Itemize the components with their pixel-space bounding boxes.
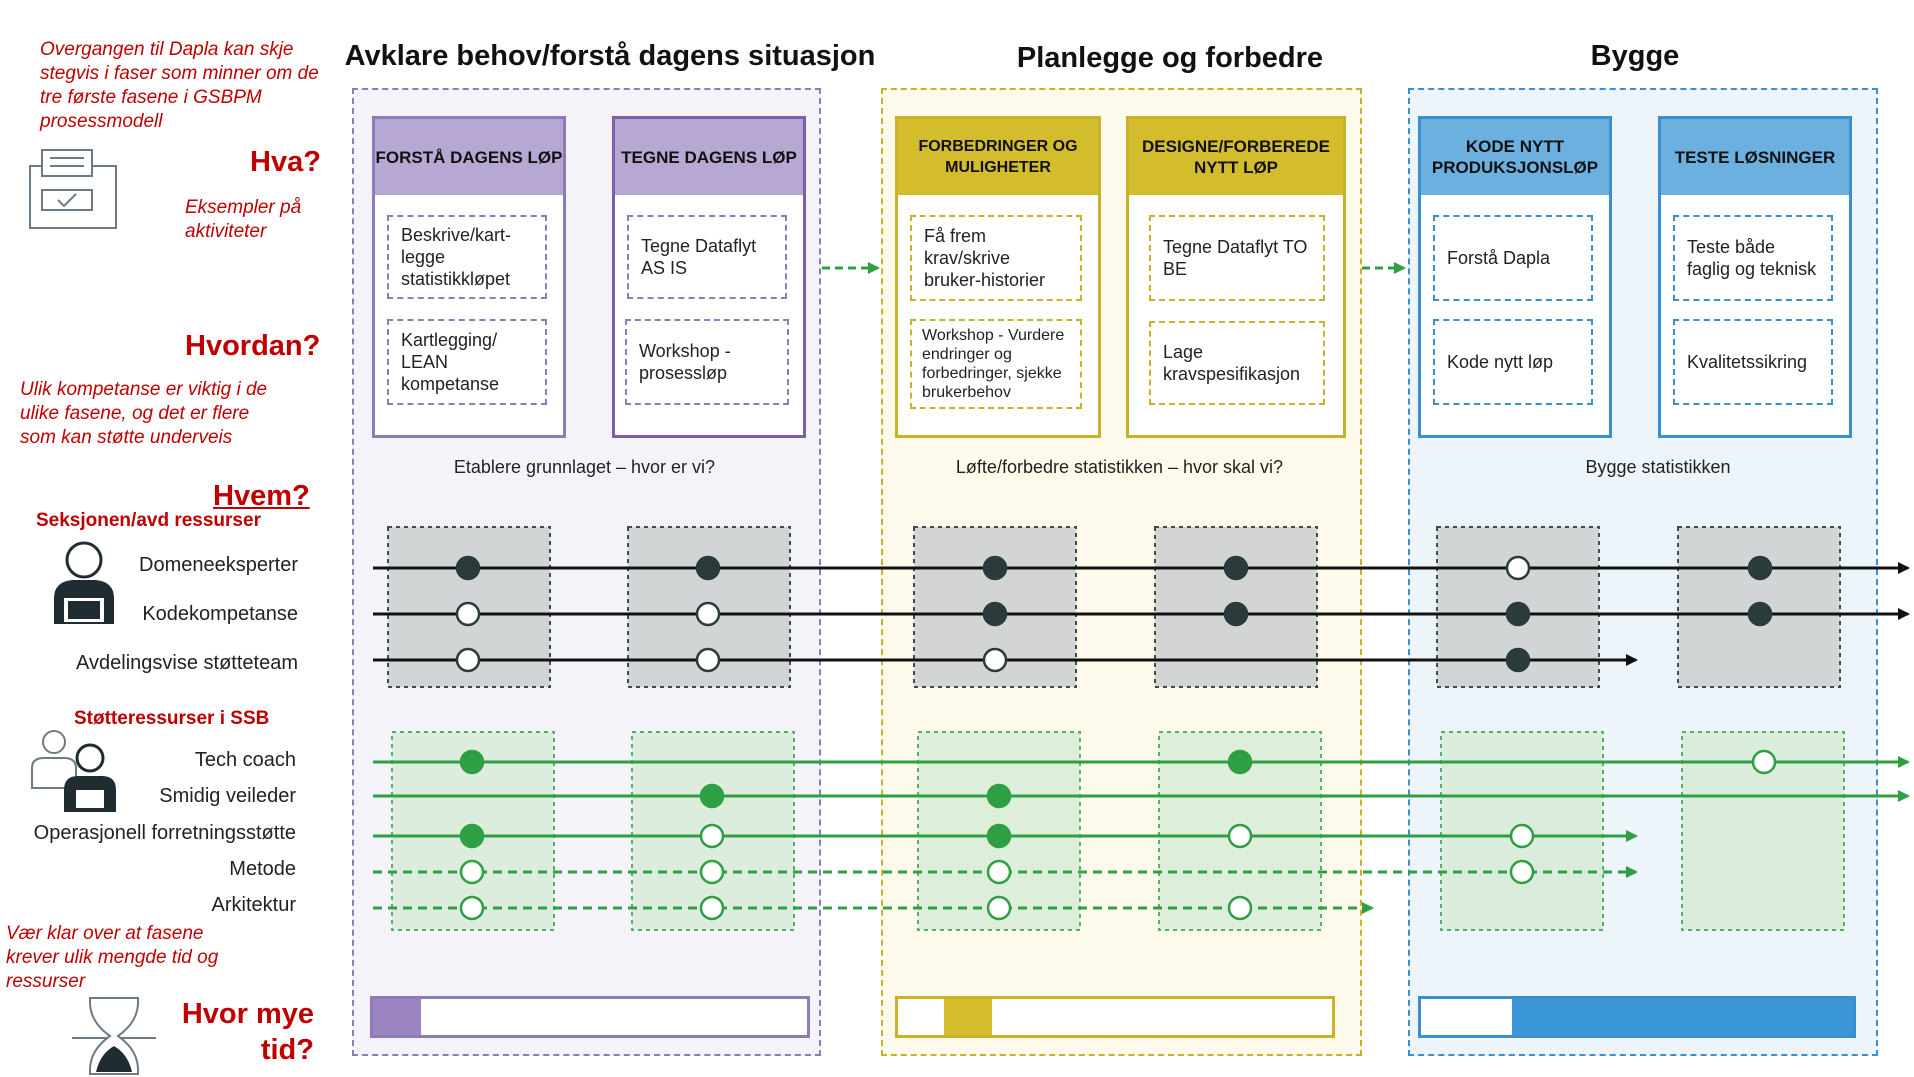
support-dot — [986, 859, 1012, 885]
involvement-dot — [1223, 601, 1249, 627]
card-title: FORSTÅ DAGENS LØP — [375, 119, 563, 195]
support-dot — [459, 823, 485, 849]
section-resource-label: Kodekompetanse — [142, 603, 298, 625]
activity-item: Kode nytt løp — [1433, 319, 1593, 405]
phase-title: Bygge — [1590, 40, 1680, 72]
phase-subtitle: Bygge statistikken — [1585, 457, 1731, 477]
time-bar-fill — [1511, 999, 1853, 1035]
person-icon — [54, 541, 114, 624]
involvement-dot — [1505, 647, 1531, 673]
support-dot — [459, 859, 485, 885]
support-dot — [699, 895, 725, 921]
section-resource-label: Avdelingsvise støtteteam — [76, 652, 298, 674]
involvement-dot — [455, 647, 481, 673]
support-dot — [986, 783, 1012, 809]
hvem-heading: Hvem? — [213, 480, 310, 512]
involvement-dot — [1505, 601, 1531, 627]
support-resource-label: Metode — [229, 858, 296, 880]
involvement-dot — [695, 601, 721, 627]
phase-title: Avklare behov/forstå dagens situasjon — [344, 40, 876, 72]
hva-heading: Hva? — [250, 146, 321, 178]
activity-card: DESIGNE/FORBEREDE NYTT LØP Tegne Datafly… — [1126, 116, 1346, 438]
involvement-dot — [455, 555, 481, 581]
support-dot — [1509, 859, 1535, 885]
support-dot — [986, 895, 1012, 921]
time-bar — [370, 996, 810, 1038]
activity-card: TESTE LØSNINGER Teste både faglig og tek… — [1658, 116, 1852, 438]
time-bar-fill — [944, 999, 992, 1035]
people-icon — [31, 730, 116, 812]
activity-item: Tegne Dataflyt TO BE — [1149, 215, 1325, 301]
intro-note: Overgangen til Dapla kan skje stegvis i … — [40, 39, 319, 132]
activity-item: Teste både faglig og teknisk — [1673, 215, 1833, 301]
activity-item: Workshop - prosessløp — [625, 319, 789, 405]
support-heading: Støtteressurser i SSB — [74, 708, 270, 729]
time-bar — [1418, 996, 1856, 1038]
activity-item: Forstå Dapla — [1433, 215, 1593, 301]
involvement-dot — [1747, 601, 1773, 627]
activity-card: FORSTÅ DAGENS LØP Beskrive/kart-legge st… — [372, 116, 566, 438]
support-dot — [1227, 823, 1253, 849]
support-dot — [459, 749, 485, 775]
activity-item: Beskrive/kart-legge statistikkløpet — [387, 215, 547, 299]
activity-item: Kvalitetssikring — [1673, 319, 1833, 405]
card-title: TEGNE DAGENS LØP — [615, 119, 803, 195]
competence-note: Ulik kompetanse er viktig i de ulike fas… — [20, 379, 268, 448]
involvement-dot — [982, 555, 1008, 581]
support-dot — [699, 783, 725, 809]
phase-title: Planlegge og forbedre — [1016, 42, 1324, 74]
involvement-dot — [982, 601, 1008, 627]
support-dot — [1509, 823, 1535, 849]
activity-item: Få frem krav/skrive bruker-historier — [910, 215, 1082, 301]
support-dot — [986, 823, 1012, 849]
section-resource-label: Domeneeksperter — [139, 554, 298, 576]
support-resource-label: Tech coach — [194, 749, 296, 771]
involvement-dot — [695, 647, 721, 673]
support-dot — [1227, 895, 1253, 921]
time-note: Vær klar over at fasene krever ulik meng… — [6, 923, 219, 992]
form-icon — [29, 149, 117, 229]
activity-card: FORBEDRINGER OG MULIGHETER Få frem krav/… — [895, 116, 1101, 438]
support-dot — [699, 823, 725, 849]
support-dot — [459, 895, 485, 921]
support-resource-label: Operasjonell forretningsstøtte — [33, 822, 296, 844]
time-heading: Hvor mye tid? — [181, 998, 314, 1066]
involvement-dot — [1223, 555, 1249, 581]
activity-item: Tegne Dataflyt AS IS — [627, 215, 787, 299]
activity-item: Lage kravspesifikasjon — [1149, 321, 1325, 405]
card-title: FORBEDRINGER OG MULIGHETER — [898, 119, 1098, 195]
support-dot — [699, 859, 725, 885]
phase-subtitle: Etablere grunnlaget – hvor er vi? — [453, 457, 716, 477]
involvement-dot — [1505, 555, 1531, 581]
activity-item: Workshop - Vurdere endringer og forbedri… — [910, 319, 1082, 409]
involvement-dot — [695, 555, 721, 581]
card-title: KODE NYTT PRODUKSJONSLØP — [1421, 119, 1609, 195]
activity-item: Kartlegging/ LEAN kompetanse — [387, 319, 547, 405]
support-resource-label: Smidig veileder — [159, 785, 296, 807]
activity-card: TEGNE DAGENS LØP Tegne Dataflyt AS IS Wo… — [612, 116, 806, 438]
activity-card: KODE NYTT PRODUKSJONSLØP Forstå Dapla Ko… — [1418, 116, 1612, 438]
support-dot — [1751, 749, 1777, 775]
time-bar — [895, 996, 1335, 1038]
support-dot — [1227, 749, 1253, 775]
examples-note: Eksempler på aktiviteter — [185, 197, 302, 242]
involvement-dot — [982, 647, 1008, 673]
hvordan-heading: Hvordan? — [185, 330, 321, 362]
card-title: TESTE LØSNINGER — [1661, 119, 1849, 195]
card-title: DESIGNE/FORBEREDE NYTT LØP — [1129, 119, 1343, 195]
involvement-dot — [1747, 555, 1773, 581]
time-bar-fill — [373, 999, 421, 1035]
involvement-dot — [455, 601, 481, 627]
section-heading: Seksjonen/avd ressurser — [36, 510, 261, 531]
support-resource-label: Arkitektur — [211, 894, 296, 916]
phase-subtitle: Løfte/forbedre statistikken – hvor skal … — [955, 457, 1284, 477]
hourglass-icon — [72, 997, 156, 1075]
